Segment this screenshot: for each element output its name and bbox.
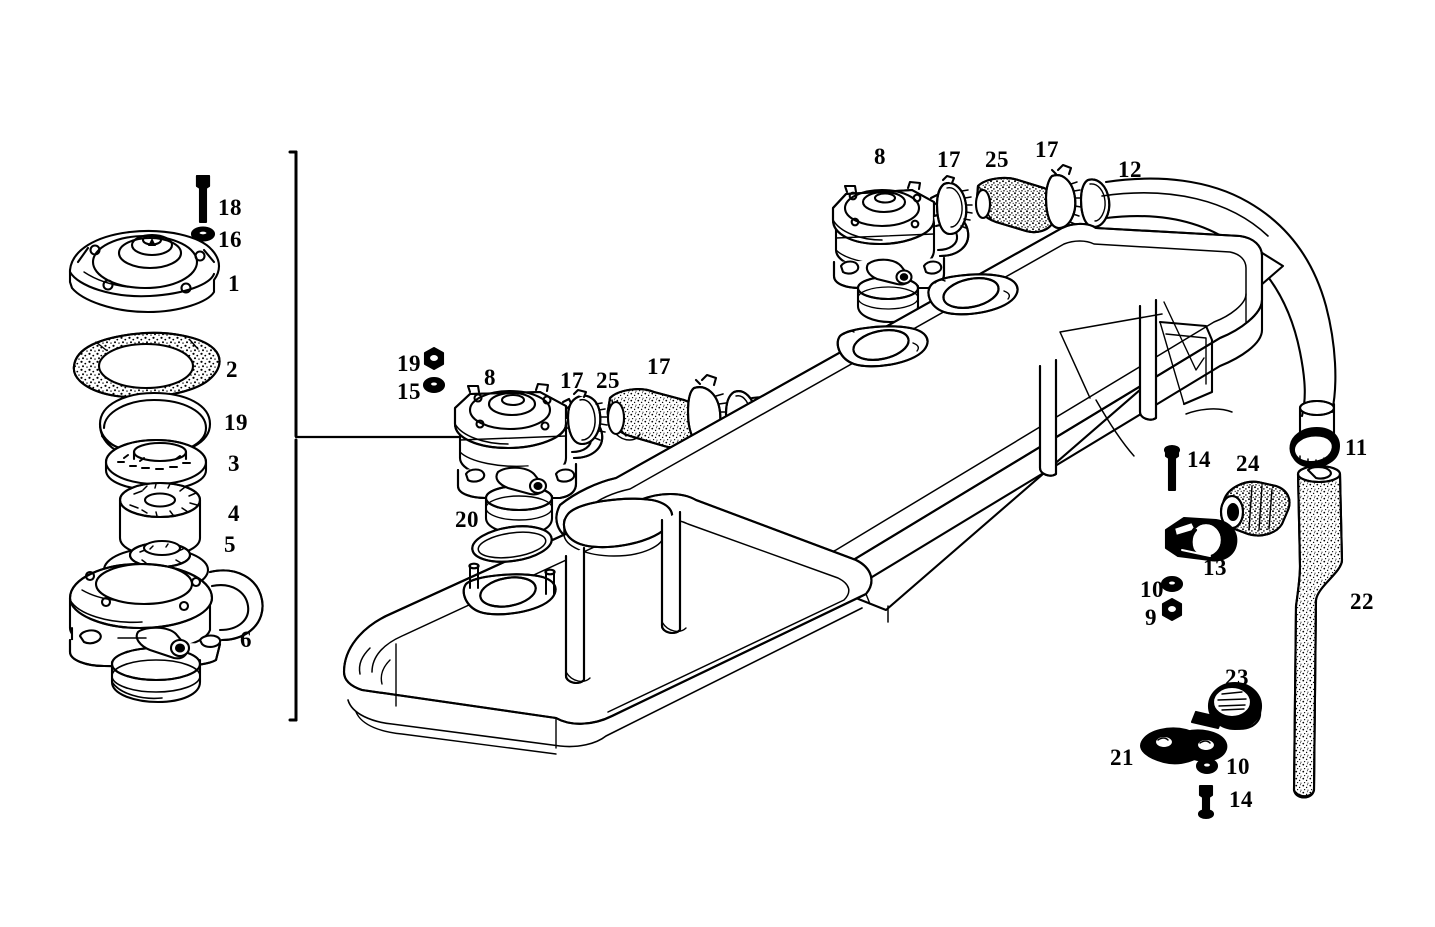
callout-17-rear-left: 17 <box>937 147 961 172</box>
part-2-gasket <box>72 331 221 399</box>
callout-8-rear: 8 <box>874 144 886 169</box>
part-21-retaining-strap <box>1140 727 1228 765</box>
callout-11: 11 <box>1345 435 1368 460</box>
callout-20: 20 <box>455 507 479 532</box>
callout-18: 18 <box>218 195 242 220</box>
part-11-hose-clamp <box>1289 399 1340 468</box>
callout-24: 24 <box>1236 451 1260 476</box>
callout-16: 16 <box>218 227 242 252</box>
callout-19-nut: 19 <box>397 351 421 376</box>
part-10-washer-lower <box>1195 757 1219 775</box>
callout-12: 12 <box>1118 157 1142 182</box>
callout-25-rear: 25 <box>985 147 1009 172</box>
callout-6: 6 <box>240 627 252 652</box>
callout-1: 1 <box>228 271 240 296</box>
callout-23: 23 <box>1225 665 1249 690</box>
callout-19-ring: 19 <box>224 410 248 435</box>
callout-8-center: 8 <box>484 365 496 390</box>
callout-2: 2 <box>226 357 238 382</box>
callout-21: 21 <box>1110 745 1134 770</box>
part-23-hose-clamp-bracket <box>1190 681 1263 731</box>
hose-ring-rear <box>1079 178 1111 229</box>
callout-10-lower: 10 <box>1226 754 1250 779</box>
part-13-hose-bracket <box>1164 516 1238 562</box>
callout-14-lower: 14 <box>1229 787 1253 812</box>
part-18-bolt <box>195 174 211 224</box>
part-22-vent-hose <box>1292 464 1344 799</box>
callout-3: 3 <box>228 451 240 476</box>
part-3-screen-plate <box>104 438 208 492</box>
part-10-washer-upper <box>1160 575 1184 593</box>
cover-port-front <box>462 562 557 616</box>
part-20-o-ring <box>471 525 553 563</box>
callout-15: 15 <box>397 379 421 404</box>
callout-5: 5 <box>224 532 236 557</box>
section-divider <box>288 150 480 722</box>
part-14-bolt-lower <box>1197 784 1215 820</box>
callout-17-center-right: 17 <box>647 354 671 379</box>
part-17-clamp-rear-left <box>935 174 973 236</box>
callout-13: 13 <box>1203 555 1227 580</box>
part-12-breather-hose <box>1101 177 1337 418</box>
part-4-filter-element <box>118 481 202 558</box>
part-25-elbow-connector-rear <box>974 176 1058 234</box>
cover-boss-front <box>563 497 674 557</box>
callout-17-rear-right: 17 <box>1035 137 1059 162</box>
part-14-bolt-upper <box>1163 444 1181 492</box>
part-9-nut <box>1161 597 1183 622</box>
callout-17-center-left: 17 <box>560 368 584 393</box>
part-17-clamp-rear-right <box>1044 163 1082 230</box>
callout-10-upper: 10 <box>1140 577 1164 602</box>
callout-9: 9 <box>1145 605 1157 630</box>
callout-25-center: 25 <box>596 368 620 393</box>
part-19-nut-center <box>423 346 445 371</box>
cylinder-head-cover <box>342 222 1285 755</box>
part-1-filler-cap-housing <box>68 229 221 314</box>
part-17-clamp-center-left <box>566 388 608 446</box>
cover-port-rear-2 <box>836 325 929 368</box>
part-16-washer <box>190 226 216 242</box>
cover-port-rear-1 <box>927 273 1019 316</box>
part-6-breather-valve-body <box>68 539 264 704</box>
callout-14-upper: 14 <box>1187 447 1211 472</box>
callout-22: 22 <box>1350 589 1374 614</box>
callout-4: 4 <box>228 501 240 526</box>
part-15-washer-center <box>422 376 446 394</box>
